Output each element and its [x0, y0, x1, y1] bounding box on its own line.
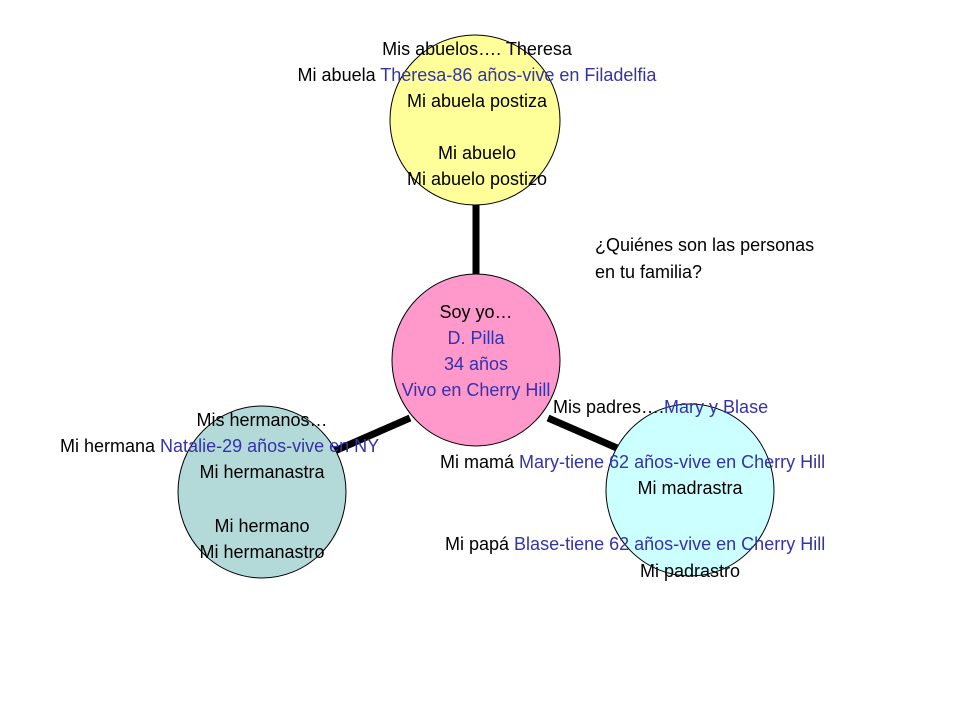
self-location: Vivo en Cherry Hill [401, 380, 551, 400]
mother-prefix: Mi mamá [440, 452, 520, 472]
grandparents-node [389, 34, 561, 206]
father-prefix: Mi papá [445, 534, 515, 554]
parents-heading: Mis padres….Mary y Blase [553, 396, 768, 418]
step-grandfather: Mi abuelo postizo [406, 169, 548, 189]
brother: Mi hermano [214, 516, 310, 536]
sister-line: Mi hermana Natalie-29 años-vive en NY [60, 435, 379, 457]
father-line: Mi papá Blase-tiene 62 años-vive en Cher… [445, 533, 825, 555]
connector-self-siblings [328, 414, 412, 457]
parents-heading-prefix: Mis padres…. [553, 397, 665, 417]
parents-node [605, 403, 775, 577]
father-detail: Blase-tiene 62 años-vive en Cherry Hill [514, 534, 826, 554]
sister-detail: Natalie-29 años-vive en NY [160, 436, 380, 456]
step-brother: Mi hermanastro [199, 542, 325, 562]
siblings-heading: Mis hermanos… [196, 410, 328, 430]
grandmother-detail: Theresa-86 años-vive en Filadelfia [380, 65, 657, 85]
mother-line: Mi mamá Mary-tiene 62 años-vive en Cherr… [440, 451, 825, 473]
self-node [391, 273, 561, 447]
sister-prefix: Mi hermana [60, 436, 161, 456]
step-grandmother: Mi abuela postiza [406, 91, 548, 111]
grandparents-heading: Mis abuelos…. Theresa [382, 39, 572, 59]
grandfather: Mi abuelo [437, 143, 517, 163]
stepfather: Mi padrastro [639, 561, 741, 581]
self-name: D. Pilla [447, 328, 505, 348]
connector-self-parents [546, 414, 619, 452]
grandmother-line: Mi abuela Theresa-86 años-vive en Filade… [298, 64, 657, 86]
stepmother: Mi madrastra [637, 478, 743, 498]
mother-detail: Mary-tiene 62 años-vive en Cherry Hill [519, 452, 826, 472]
grandmother-prefix: Mi abuela [297, 65, 381, 85]
self-heading: Soy yo… [439, 302, 513, 322]
question-line1: ¿Quiénes son las personas [595, 235, 815, 255]
question-line2: en tu familia? [595, 262, 703, 282]
parents-heading-names: Mary y Blase [664, 397, 769, 417]
siblings-node [177, 405, 347, 579]
step-sister: Mi hermanastra [199, 462, 325, 482]
self-age: 34 años [443, 354, 509, 374]
